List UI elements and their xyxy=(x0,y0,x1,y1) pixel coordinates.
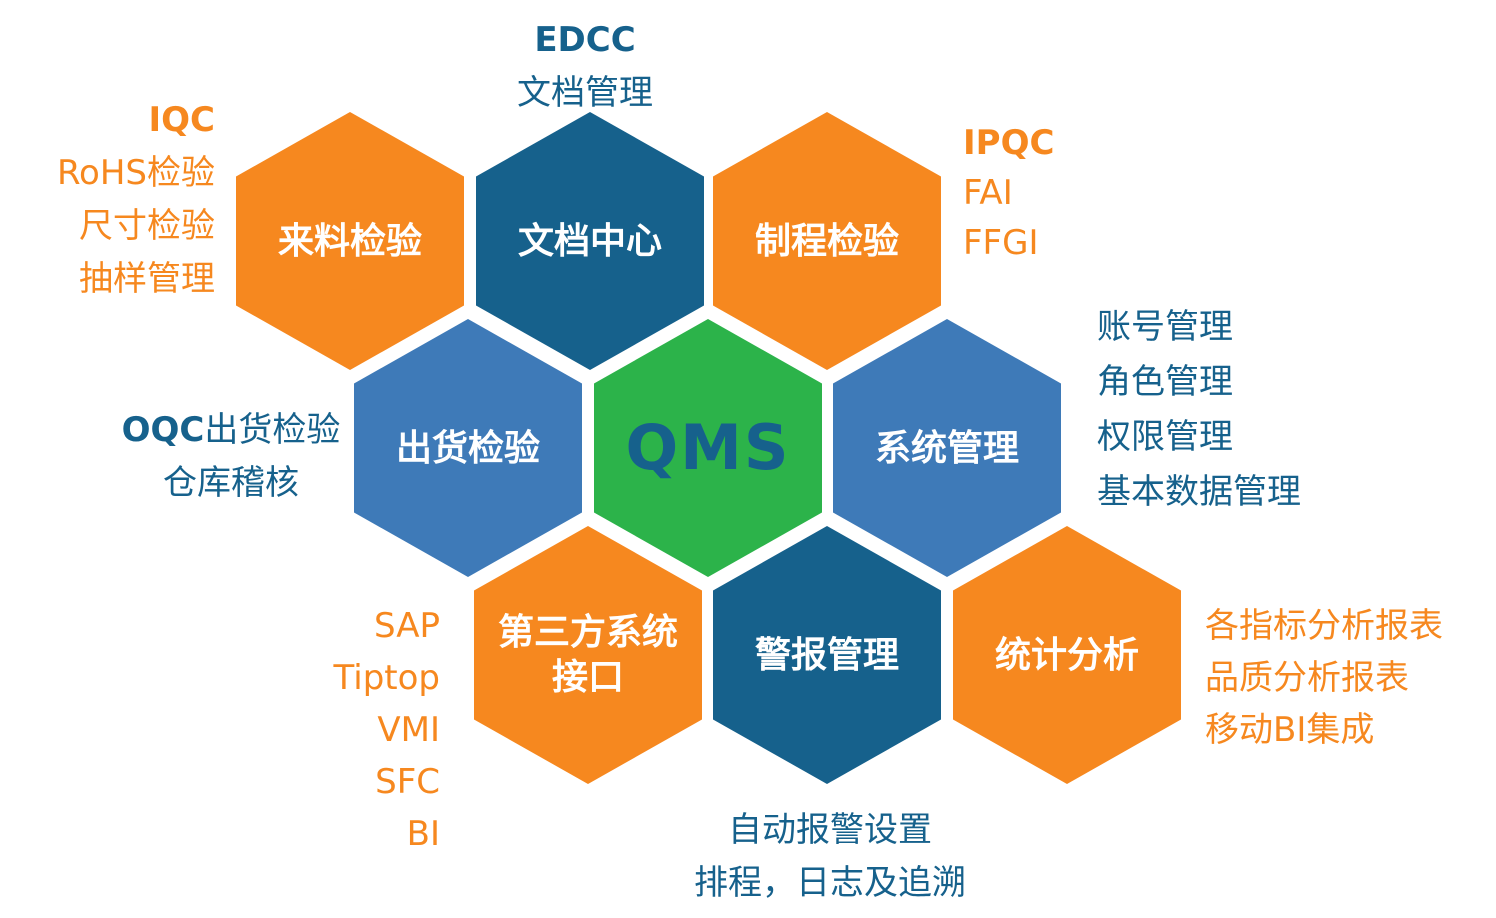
annotation-third-party: SAP Tiptop VMI SFC BI xyxy=(238,600,440,860)
annotation-third-party-item: BI xyxy=(406,814,440,854)
hex-statistics-analysis-label: 统计分析 xyxy=(994,634,1139,676)
annotation-third-party-item: SFC xyxy=(375,762,440,802)
annotation-oqc-title: OQC xyxy=(121,410,205,450)
hex-alarm-management-label: 警报管理 xyxy=(754,634,899,676)
hex-shipment-inspection: 出货检验 xyxy=(354,319,582,577)
annotation-system-management: 账号管理 角色管理 权限管理 基本数据管理 xyxy=(1097,300,1427,520)
hex-shipment-inspection-label: 出货检验 xyxy=(395,427,540,469)
annotation-iqc-item: RoHS检验 xyxy=(56,153,215,193)
hex-incoming-inspection: 来料检验 xyxy=(236,112,464,370)
hex-document-center: 文档中心 xyxy=(476,112,704,370)
hex-system-management: 系统管理 xyxy=(833,319,1061,577)
annotation-edcc-item: 文档管理 xyxy=(517,73,653,113)
annotation-system-item: 权限管理 xyxy=(1097,417,1233,457)
annotation-statistics: 各指标分析报表 品质分析报表 移动BI集成 xyxy=(1205,600,1490,756)
annotation-iqc-item: 尺寸检验 xyxy=(79,206,215,246)
annotation-ipqc-title: IPQC xyxy=(963,123,1055,163)
annotation-third-party-item: Tiptop xyxy=(333,658,440,698)
hex-process-inspection-label: 制程检验 xyxy=(754,220,899,262)
annotation-oqc-item: 仓库稽核 xyxy=(163,463,299,503)
annotation-system-item: 账号管理 xyxy=(1097,307,1233,347)
annotation-ipqc-item: FFGI xyxy=(963,223,1039,263)
hex-third-party-interface: 第三方系统 接口 xyxy=(474,526,702,784)
hex-statistics-analysis: 统计分析 xyxy=(953,526,1181,784)
annotation-alarm: 自动报警设置 排程，日志及追溯 xyxy=(630,804,1030,910)
annotation-third-party-item: SAP xyxy=(374,606,440,646)
hex-process-inspection: 制程检验 xyxy=(713,112,941,370)
annotation-ipqc: IPQC FAI FFGI xyxy=(963,118,1223,268)
annotation-third-party-item: VMI xyxy=(377,710,440,750)
hex-incoming-inspection-label: 来料检验 xyxy=(277,220,422,262)
hex-qms-center: QMS xyxy=(594,319,822,577)
annotation-system-item: 基本数据管理 xyxy=(1097,472,1301,512)
annotation-iqc-title: IQC xyxy=(148,100,215,140)
annotation-iqc: IQC RoHS检验 尺寸检验 抽样管理 xyxy=(10,94,215,306)
annotation-oqc-title-line: OQC出货检验 xyxy=(80,404,382,457)
annotation-alarm-item: 自动报警设置 xyxy=(728,810,932,850)
hex-document-center-label: 文档中心 xyxy=(517,220,662,262)
annotation-alarm-item: 排程，日志及追溯 xyxy=(694,863,966,903)
annotation-oqc-title-suffix: 出货检验 xyxy=(204,410,341,450)
annotation-iqc-item: 抽样管理 xyxy=(79,259,215,299)
annotation-oqc: OQC出货检验 仓库稽核 xyxy=(80,404,382,510)
annotation-statistics-item: 品质分析报表 xyxy=(1205,658,1409,698)
annotation-system-item: 角色管理 xyxy=(1097,362,1233,402)
annotation-statistics-item: 各指标分析报表 xyxy=(1205,606,1443,646)
annotation-ipqc-item: FAI xyxy=(963,173,1013,213)
annotation-statistics-item: 移动BI集成 xyxy=(1205,710,1375,750)
annotation-edcc-title: EDCC xyxy=(534,20,636,60)
annotation-edcc: EDCC 文档管理 xyxy=(430,14,740,120)
hex-alarm-management: 警报管理 xyxy=(713,526,941,784)
hex-system-management-label: 系统管理 xyxy=(874,427,1019,469)
qms-label: QMS xyxy=(625,411,791,485)
hex-third-party-interface-label: 第三方系统 接口 xyxy=(497,612,678,698)
